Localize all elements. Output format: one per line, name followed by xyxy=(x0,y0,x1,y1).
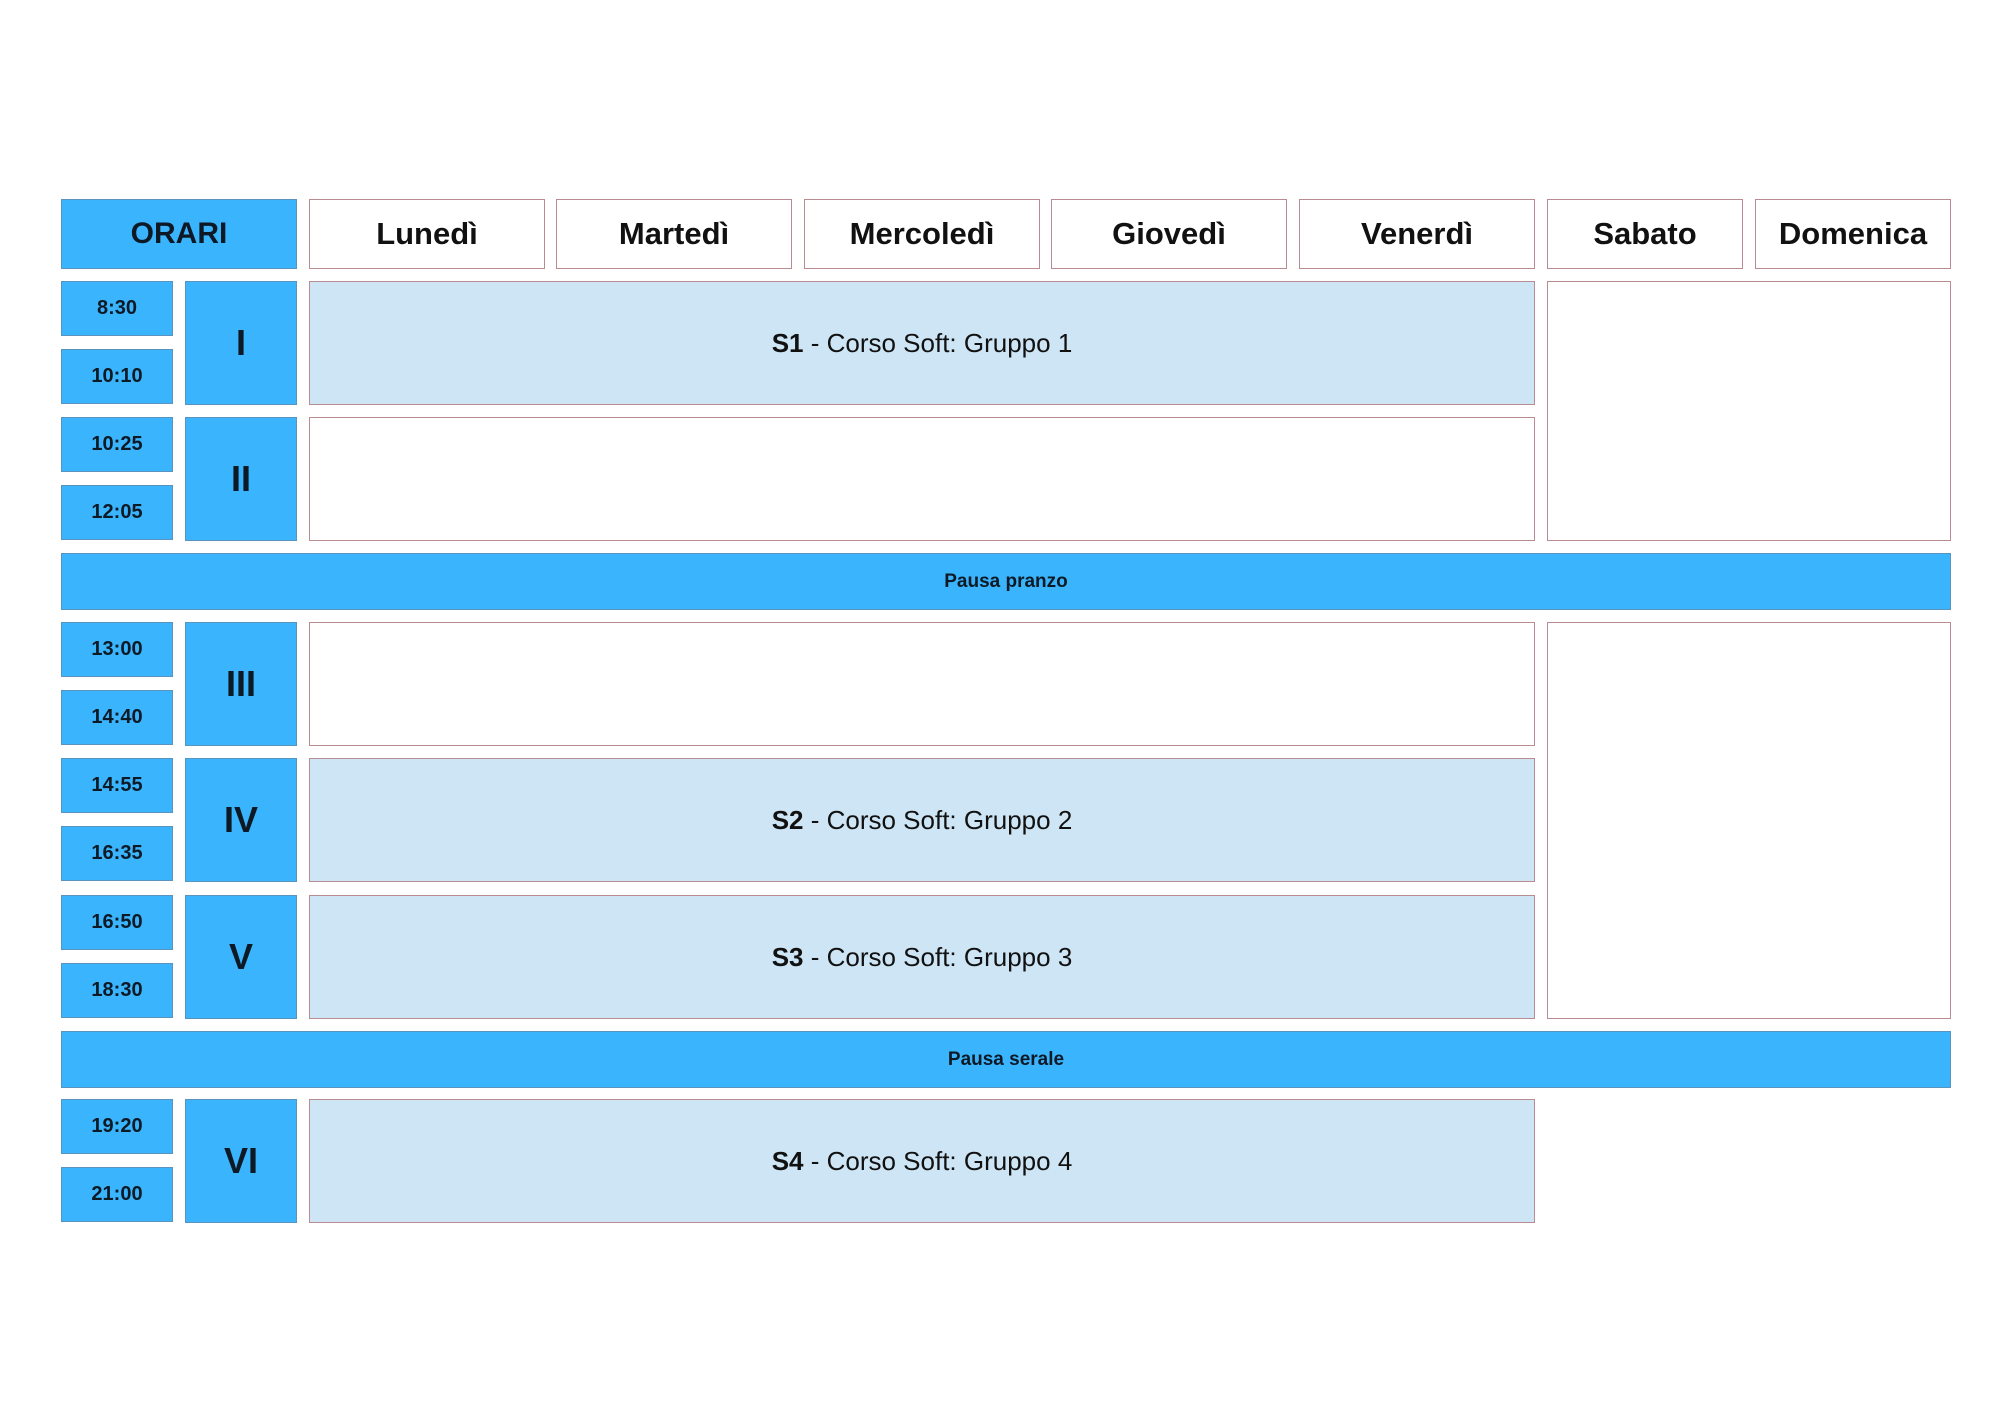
day-header-sabato: Sabato xyxy=(1547,199,1743,269)
session-code: S3 xyxy=(771,941,804,972)
day-header-venerdi: Venerdì xyxy=(1299,199,1535,269)
slot-end-time: 12:05 xyxy=(61,485,173,540)
empty-block-slot-3 xyxy=(309,622,1535,746)
session-block-s1: S1 - Corso Soft: Gruppo 1 xyxy=(309,281,1535,405)
slot-end-time: 14:40 xyxy=(61,690,173,745)
day-header-martedi: Martedì xyxy=(556,199,792,269)
session-title: - Corso Soft: Gruppo 2 xyxy=(803,804,1073,835)
slot-start-time: 14:55 xyxy=(61,758,173,813)
slot-end-time: 21:00 xyxy=(61,1167,173,1222)
slot-end-time: 16:35 xyxy=(61,826,173,881)
day-header-giovedi: Giovedì xyxy=(1051,199,1287,269)
slot-start-time: 19:20 xyxy=(61,1099,173,1154)
slot-number: II xyxy=(185,417,297,541)
session-title: - Corso Soft: Gruppo 4 xyxy=(803,1145,1073,1176)
slot-start-time: 10:25 xyxy=(61,417,173,472)
day-header-mercoledi: Mercoledì xyxy=(804,199,1040,269)
weekend-block-morning xyxy=(1547,281,1951,541)
session-code: S1 xyxy=(771,327,804,358)
session-block-s4: S4 - Corso Soft: Gruppo 4 xyxy=(309,1099,1535,1223)
slot-number: III xyxy=(185,622,297,746)
slot-start-time: 8:30 xyxy=(61,281,173,336)
slot-end-time: 18:30 xyxy=(61,963,173,1018)
slot-end-time: 10:10 xyxy=(61,349,173,404)
day-header-domenica: Domenica xyxy=(1755,199,1951,269)
slot-number: VI xyxy=(185,1099,297,1223)
weekend-block-afternoon xyxy=(1547,622,1951,1019)
slot-start-time: 16:50 xyxy=(61,895,173,950)
session-code: S2 xyxy=(771,804,804,835)
slot-start-time: 13:00 xyxy=(61,622,173,677)
day-header-lunedi: Lunedì xyxy=(309,199,545,269)
empty-block-slot-2 xyxy=(309,417,1535,541)
session-block-s2: S2 - Corso Soft: Gruppo 2 xyxy=(309,758,1535,882)
slot-number: IV xyxy=(185,758,297,882)
session-title: - Corso Soft: Gruppo 1 xyxy=(803,327,1073,358)
evening-break-bar: Pausa serale xyxy=(61,1031,1951,1088)
slot-number: I xyxy=(185,281,297,405)
slot-number: V xyxy=(185,895,297,1019)
lunch-break-bar: Pausa pranzo xyxy=(61,553,1951,610)
session-block-s3: S3 - Corso Soft: Gruppo 3 xyxy=(309,895,1535,1019)
session-title: - Corso Soft: Gruppo 3 xyxy=(803,941,1073,972)
orari-header: ORARI xyxy=(61,199,297,269)
session-code: S4 xyxy=(771,1145,804,1176)
